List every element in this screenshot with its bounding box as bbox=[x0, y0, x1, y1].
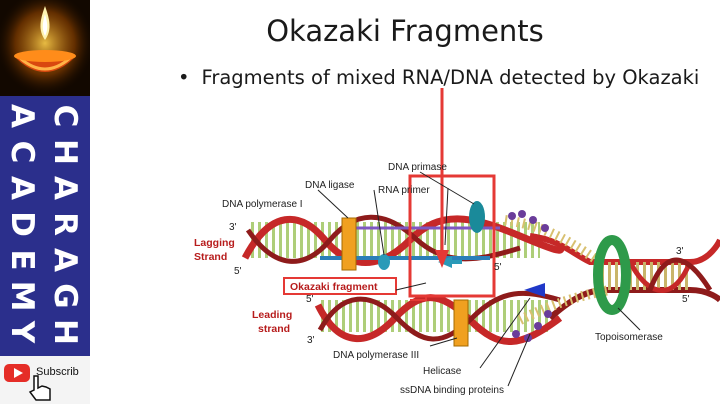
okazaki-highlight-overlay bbox=[408, 88, 496, 301]
letter: A bbox=[4, 104, 40, 128]
prime-3-right: 3' bbox=[676, 246, 684, 257]
slide: Okazaki Fragments • Fragments of mixed RN… bbox=[90, 0, 720, 404]
prime-5-fragment: 5' bbox=[494, 262, 502, 273]
channel-word-academy: A C A D E M Y bbox=[4, 104, 40, 344]
helicase-label: Helicase bbox=[423, 366, 462, 377]
channel-name-letters: C H A R A G H A C A D E M Y bbox=[4, 104, 83, 345]
letter: M bbox=[4, 281, 40, 312]
diya-lamp-logo bbox=[0, 0, 90, 96]
bullet-text: Fragments of mixed RNA/DNA detected by O… bbox=[201, 66, 700, 89]
leading-strand-helix bbox=[314, 290, 563, 345]
topoisomerase-label: Topoisomerase bbox=[595, 332, 663, 343]
letter: H bbox=[47, 319, 83, 345]
dna-polymerase-3-enzyme bbox=[453, 299, 469, 347]
lagging-strand-helix bbox=[241, 214, 565, 266]
prime-5-leading-top: 5' bbox=[306, 294, 314, 305]
subscribe-button[interactable]: Subscrib bbox=[0, 356, 90, 404]
prime-3-leading-bottom: 3' bbox=[307, 335, 315, 346]
letter: C bbox=[47, 105, 83, 128]
bullet-dot: • bbox=[178, 66, 190, 89]
letter: A bbox=[4, 176, 40, 200]
dna-polymerase-1-enzyme bbox=[341, 217, 357, 271]
prime-5-right: 5' bbox=[682, 294, 690, 305]
bullet-point: • Fragments of mixed RNA/DNA detected by … bbox=[178, 66, 699, 89]
subscribe-label: Subscrib bbox=[36, 366, 79, 378]
diya-lamp-icon bbox=[0, 0, 90, 96]
dna-ligase-label: DNA ligase bbox=[305, 180, 355, 191]
letter: Y bbox=[4, 320, 40, 344]
channel-word-charagh: C H A R A G H bbox=[47, 105, 83, 345]
prime-3-lagging-top: 3' bbox=[229, 222, 237, 233]
letter: D bbox=[4, 211, 40, 237]
letter: H bbox=[47, 139, 83, 165]
helicase-enzyme bbox=[524, 283, 545, 297]
slide-title: Okazaki Fragments bbox=[266, 14, 544, 48]
okazaki-fragment-label: Okazaki fragment bbox=[290, 281, 378, 293]
letter: E bbox=[4, 249, 40, 270]
topoisomerase-enzyme bbox=[593, 235, 631, 315]
leading-label-line2: strand bbox=[258, 323, 290, 335]
okazaki-fragment-box bbox=[283, 277, 397, 295]
dna-replication-diagram: Okazaki fragment DNA primase DNA ligase … bbox=[194, 88, 720, 396]
leading-label-line1: Leading bbox=[252, 309, 292, 321]
rna-primer-label: RNA primer bbox=[378, 185, 430, 196]
channel-sidebar: C H A R A G H A C A D E M Y bbox=[0, 0, 90, 404]
ssdna-binding-proteins-label: ssDNA binding proteins bbox=[400, 385, 504, 396]
hand-cursor-icon bbox=[28, 375, 51, 401]
letter: R bbox=[47, 212, 83, 236]
lagging-label-line1: Lagging bbox=[194, 237, 235, 249]
channel-name-vertical: C H A R A G H A C A D E M Y bbox=[0, 96, 90, 356]
letter: C bbox=[4, 141, 40, 164]
dna-ligase-enzyme bbox=[378, 254, 390, 270]
dna-primase-enzyme bbox=[469, 201, 485, 233]
letter: G bbox=[47, 283, 83, 308]
dna-primase-label: DNA primase bbox=[388, 162, 447, 173]
parental-helix bbox=[504, 215, 720, 325]
letter: A bbox=[47, 176, 83, 200]
lagging-label-line2: Strand bbox=[194, 251, 227, 263]
dna-polymerase-1-label: DNA polymerase I bbox=[222, 199, 303, 210]
prime-5-lagging-bottom: 5' bbox=[234, 266, 242, 277]
letter: A bbox=[47, 248, 83, 272]
dna-polymerase-3-label: DNA polymerase III bbox=[333, 350, 419, 361]
youtube-play-icon bbox=[4, 364, 30, 382]
